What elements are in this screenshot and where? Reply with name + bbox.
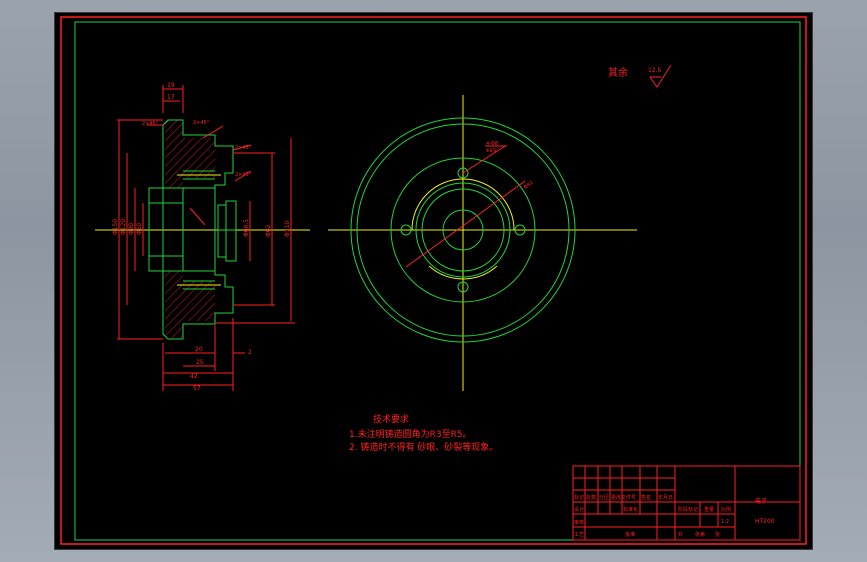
tb-material: HT200 [755,518,775,525]
dim-chamfer-a: 2×45° [142,121,159,127]
tb-cell-sheet: 张第 [695,531,705,538]
dim-dia-90: Φ90 [128,222,135,235]
technical-requirements: 技术要求 1.未注明铸造圆角为R3至R5。 2. 铸造时不得有 砂眼、砂裂等现象… [349,413,498,453]
tb-cell-design: 设计 [574,506,584,513]
tb-cell-stage: 阶段标记 [678,506,698,513]
tb-cell-mark: 标记 [574,494,584,501]
surface-finish-value: 12.5 [648,67,662,74]
tb-cell-date: 年月日 [658,494,673,501]
tb-cell-weight: 重量 [704,506,714,513]
tech-req-item-1: 1.未注明铸造圆角为R3至R5。 [349,428,472,440]
front-view: 4-Φ8 Φ8深 Φ92 [328,95,637,391]
tb-cell-approve: 批准 [625,531,635,538]
tech-req-title: 技术要求 [373,413,409,425]
tb-cell-process: 工艺 [574,532,584,538]
dim-2: 2 [248,349,252,356]
tb-cell-standard: 标准化 [623,506,638,513]
cad-viewport[interactable]: 19 17 2×45° 2×45° 2×45° 2×45° Φ150 Φ120 … [54,12,813,550]
dim-dia-110: Φ110 [284,221,291,237]
surface-finish: 其余 12.5 [608,64,672,88]
dim-dia-60: Φ60 [136,222,143,235]
tb-cell-scale-label: 比例 [721,506,731,513]
dim-57: 57 [193,385,201,392]
front-dim-pcd: Φ92 [523,180,535,191]
title-block: 标记 处数 分区 更改文件号 签名 年月日 设计 标准化 阶段标记 重量 比例 … [572,465,801,541]
front-dim-depth: Φ8深 [486,147,497,154]
drawing-canvas: 19 17 2×45° 2×45° 2×45° 2×45° Φ150 Φ120 … [60,16,807,545]
tb-cell-zone: 分区 [599,494,609,501]
dim-dia-62: Φ62 [265,224,272,237]
tb-part-name: 电子 [755,497,767,505]
section-view: 19 17 2×45° 2×45° 2×45° 2×45° Φ150 Φ120 … [95,82,310,392]
dim-42: 42 [190,373,198,380]
front-dim-holes: 4-Φ8 [486,141,498,147]
dim-20: 20 [195,346,203,353]
surface-finish-label: 其余 [608,66,628,79]
tb-cell-change: 更改文件号 [611,494,636,501]
dim-19: 19 [167,82,175,89]
outer-frame [60,16,807,545]
tb-cell-sign: 签名 [641,494,651,501]
dim-dia-120: Φ120 [120,219,127,235]
dim-chamfer-b: 2×45° [193,120,210,126]
dim-17: 17 [167,94,175,101]
tb-cell-total: 共 [678,531,683,538]
tb-cell-review: 审核 [574,519,584,526]
dim-chamfer-d: 2×45° [235,172,252,178]
dim-dia-60-5: Φ60.5 [243,219,250,237]
tech-req-item-2: 2. 铸造时不得有 砂眼、砂裂等现象。 [349,441,498,453]
inner-frame [74,21,801,541]
tb-cell-count: 处数 [586,494,596,501]
dim-chamfer-c: 2×45° [235,145,252,151]
tb-scale-value: 1:2 [721,519,729,525]
tb-cell-sheets: 张 [715,531,720,538]
dim-25: 25 [196,359,204,366]
dim-dia-150: Φ150 [112,219,119,235]
